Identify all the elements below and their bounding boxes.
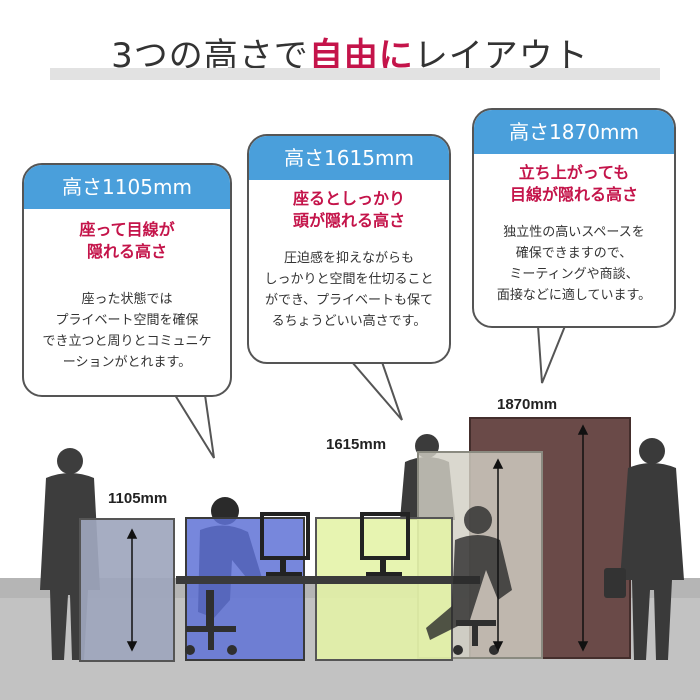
callout-1105-body-line: でき立つと周りとコミュニケ (42, 334, 212, 349)
dimension-label-1615: 1615mm (326, 436, 387, 453)
callout-1615-body-line: ができ、プライベートも保て (264, 293, 434, 308)
callout-1105-headline-line: 座って目線が (79, 220, 175, 239)
callout-1615-body-line: 圧迫感を抑えながらも (283, 251, 414, 266)
briefcase-icon (604, 568, 626, 598)
callout-1105: 高さ1105mm 座って目線が 隠れる高さ 座った状態では プライベート空間を確… (22, 163, 232, 397)
dimension-label-1105: 1105mm (108, 490, 168, 507)
callout-1615-headline: 座るとしっかり 頭が隠れる高さ (249, 188, 449, 232)
callout-1615-body-line: るちょうどいい高さです。 (271, 314, 427, 329)
callout-1870-headline: 立ち上がっても 目線が隠れる高さ (474, 162, 674, 206)
bubble-3-pointer (536, 325, 567, 384)
callout-1615-body-line: しっかりと空間を仕切ること (264, 272, 434, 287)
callout-1615-body: 圧迫感を抑えながらも しっかりと空間を仕切ること ができ、プライベートも保て る… (257, 248, 441, 332)
callout-1615-headline-line: 座るとしっかり (292, 189, 405, 208)
callout-1870-body-line: 面接などに適しています。 (496, 288, 652, 303)
bubble-1-pointer (173, 394, 215, 459)
callout-1870-headline-line: 目線が隠れる高さ (509, 185, 638, 204)
callout-1870-body-line: ミーティングや商談、 (509, 267, 639, 282)
callout-1615-height-label: 高さ1615mm (249, 136, 449, 180)
callout-1105-body-line: 座った状態では (81, 292, 173, 307)
office-chair-icon (185, 590, 237, 655)
dimension-label-1870: 1870mm (497, 396, 558, 413)
desk-2 (300, 576, 480, 584)
monitor-icon (360, 512, 410, 576)
callout-1870: 高さ1870mm 立ち上がっても 目線が隠れる高さ 独立性の高いスペースを 確保… (472, 108, 676, 328)
callout-1615: 高さ1615mm 座るとしっかり 頭が隠れる高さ 圧迫感を抑えながらも しっかり… (247, 134, 451, 364)
panel-blue (185, 517, 305, 661)
callout-1615-headline-line: 頭が隠れる高さ (292, 211, 405, 230)
monitor-icon (260, 512, 310, 576)
callout-1105-body: 座った状態では プライベート空間を確保 でき立つと周りとコミュニケ ーションがと… (32, 289, 222, 373)
bubble-2-pointer (349, 361, 403, 421)
callout-1870-body-line: 確保できますので、 (515, 246, 633, 261)
seated-person-2 (426, 506, 512, 640)
callout-1105-height-label: 高さ1105mm (24, 165, 230, 209)
callout-1105-headline-line: 隠れる高さ (86, 242, 167, 261)
desk-1 (176, 576, 316, 584)
callout-1105-body-line: プライベート空間を確保 (55, 313, 199, 328)
callout-1870-body-line: 独立性の高いスペースを (503, 225, 645, 240)
callout-1870-headline-line: 立ち上がっても (518, 163, 630, 182)
person-silhouette-icon (620, 438, 684, 660)
title-underline (50, 68, 660, 80)
callout-1870-body: 独立性の高いスペースを 確保できますので、 ミーティングや商談、 面接などに適し… (482, 222, 666, 306)
callout-1105-headline: 座って目線が 隠れる高さ (24, 219, 230, 263)
callout-1870-height-label: 高さ1870mm (474, 110, 674, 154)
panel-1105 (79, 518, 175, 662)
callout-1105-body-line: ーションがとれます。 (62, 355, 192, 370)
dimension-arrows (126, 424, 589, 652)
